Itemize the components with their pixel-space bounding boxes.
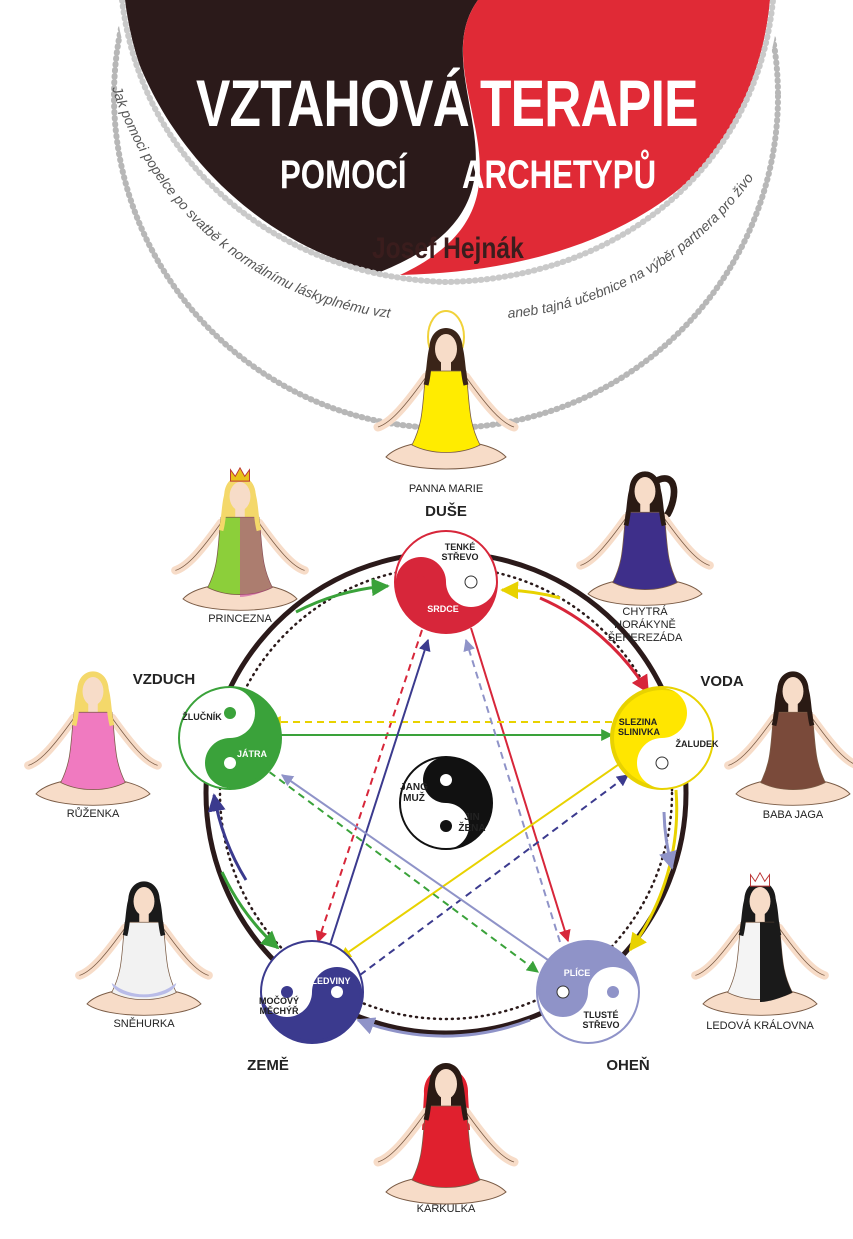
title-word-1: VZTAHOVÁ xyxy=(196,66,470,140)
star-arrows xyxy=(259,627,629,976)
organ-plice: PLÍCE xyxy=(563,968,591,978)
figure-baba-jaga xyxy=(724,671,853,806)
figure-princezna xyxy=(171,466,309,611)
element-vzduch xyxy=(178,686,282,790)
organ-zaludek: ŽALUDEK xyxy=(675,739,719,749)
organ-srdce: SRDCE xyxy=(427,604,459,614)
cycle-arrows xyxy=(207,578,679,1038)
element-voda xyxy=(610,686,714,790)
figure-chytra xyxy=(576,471,714,606)
label-jang-muz: JANG MUŽ xyxy=(400,782,428,804)
title-word-2: TERAPIE xyxy=(480,66,698,140)
caption-snehurka: SNĚHURKA xyxy=(113,1018,175,1030)
label-voda: VODA xyxy=(700,673,744,690)
label-jin-zena: JIN ŽENA xyxy=(458,812,486,834)
figure-snehurka xyxy=(75,881,213,1016)
figure-ruzenka xyxy=(24,671,162,806)
organ-slezina-slinivka: SLEZINA SLINIVKA xyxy=(618,717,661,737)
organ-tluste-strevo: TLUSTÉ STŘEVO xyxy=(582,1010,620,1030)
organ-mocovy-mechyr: MOČOVÝ MĚCHÝŘ xyxy=(259,996,300,1016)
label-vzduch: VZDUCH xyxy=(132,671,196,688)
figure-karkulka xyxy=(373,1063,519,1205)
organ-jatra: JÁTRA xyxy=(236,749,268,759)
caption-baba-jaga: BABA JAGA xyxy=(762,809,824,821)
dotted-ring xyxy=(218,565,674,1021)
label-zeme: ZEMĚ xyxy=(247,1057,289,1074)
caption-karkulka: KARKULKA xyxy=(416,1203,476,1215)
title-word-4: ARCHETYPŮ xyxy=(462,153,657,197)
label-duse: DUŠE xyxy=(425,503,467,520)
figure-ledova-kralovna xyxy=(691,871,829,1016)
title-word-3: POMOCÍ xyxy=(280,153,407,197)
organ-tenke-strevo: TENKÉ STŘEVO xyxy=(441,542,479,562)
author-name: Josef Hejnák xyxy=(372,232,524,265)
title-disc xyxy=(106,0,786,436)
caption-ledova-kralovna: LEDOVÁ KRÁLOVNA xyxy=(706,1020,814,1032)
caption-princezna: PRINCEZNA xyxy=(208,613,272,625)
label-ohen: OHEŇ xyxy=(606,1057,650,1074)
element-zeme xyxy=(260,940,364,1044)
center-yin-yang xyxy=(399,756,493,850)
caption-panna-marie: PANNA MARIE xyxy=(408,483,484,495)
element-duse xyxy=(394,530,498,634)
organ-zlucnik: ŽLUČNÍK xyxy=(182,712,222,722)
organ-ledviny: LEDVINY xyxy=(311,976,351,986)
caption-ruzenka: RŮŽENKA xyxy=(66,808,120,820)
element-ohen xyxy=(536,940,640,1044)
caption-chytra: CHYTRÁ HORÁKYNĚ ŠEHEREZÁDA xyxy=(607,606,683,644)
figure-panna-marie xyxy=(373,310,519,470)
archetype-figures xyxy=(24,310,853,1205)
